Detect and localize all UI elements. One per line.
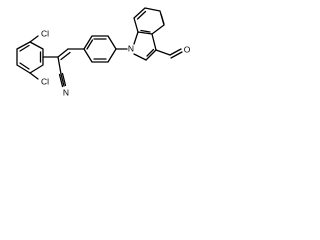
chemical-structure-canvas: Cl Cl N N [0,0,199,110]
vinyl-double-bond-outer [57,48,69,58]
cl-bottom-bond [29,72,39,80]
vinyl-double-bond-inner [60,51,71,61]
dichlorophenyl-inner-double-2 [19,44,30,52]
indole-benzo-double-2 [160,13,165,25]
phenylene-ring-bonds [83,35,117,63]
nitrile-triple-bond-2 [58,73,64,88]
nitrile-triple-bond-1 [60,73,65,87]
indole-benzo-double-3 [140,29,151,33]
cl-top-bond [29,35,39,43]
cl-bottom-label: Cl [41,76,49,86]
dichlorophenyl-inner-double-3 [19,62,30,70]
indole-pyrrole-ring [133,31,157,61]
phenylene-inner-double-3 [86,39,94,50]
formyl-co-double-2 [170,51,183,59]
aldehyde-o-label: O [184,44,191,54]
c3-to-formyl-bond [155,49,171,56]
indole-benzo-ring [133,7,165,35]
indole-c3a-c7a [137,31,153,35]
indole-c3-c3a [151,33,157,51]
nitrile-triple-bond-3 [61,72,67,87]
cl-top-label: Cl [41,28,49,38]
nitrile-n-label: N [63,87,69,97]
formyl-co-double-1 [169,48,182,56]
molecule-drawing: Cl Cl N N [16,7,191,97]
indole-benzo-double-1 [136,10,147,20]
dichlorophenyl-ring [16,41,44,74]
indole-benzo-bonds [133,7,165,35]
indole-c2-c3 [145,49,157,61]
nitrile-single-bond [57,56,62,75]
para-phenylene-ring [83,35,117,63]
indole-n-to-c7a [133,31,139,45]
indole-n-to-c2 [133,53,147,61]
dichlorophenyl-ring-bonds [16,41,44,74]
indole-n-label: N [128,43,134,53]
indole-c2-c3-double [146,48,155,57]
